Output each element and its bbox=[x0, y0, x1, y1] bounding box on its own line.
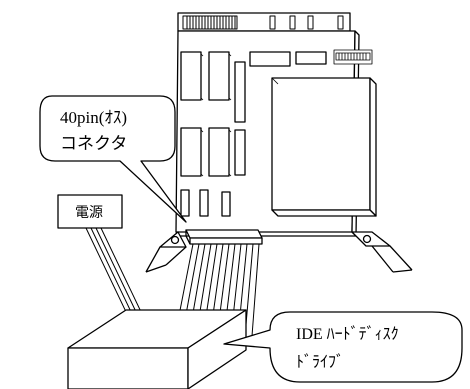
dip-switch bbox=[333, 49, 373, 65]
ic-chip bbox=[180, 51, 202, 101]
ic-chip bbox=[234, 129, 246, 176]
ic-chip bbox=[249, 51, 291, 67]
power-cable bbox=[85, 227, 144, 317]
connector-label-line2: コネクタ bbox=[60, 134, 127, 153]
ic-chip bbox=[180, 127, 202, 177]
drive-label-line1: IDE ﾊｰﾄﾞﾃﾞｨｽｸ bbox=[296, 325, 399, 343]
ic-chip bbox=[234, 61, 246, 123]
circuit-board bbox=[145, 12, 413, 273]
capacitor bbox=[199, 189, 209, 217]
ic-chip bbox=[295, 51, 327, 65]
pin-connector bbox=[185, 229, 263, 245]
capacitor bbox=[180, 189, 190, 217]
ic-chip bbox=[208, 127, 230, 177]
connector-label-line1: 40pin(ｵｽ) bbox=[60, 108, 127, 127]
drive-label-line2: ﾄﾞﾗｲﾌﾞ bbox=[296, 353, 344, 371]
large-processor-chip bbox=[271, 77, 377, 217]
power-label: 電源 bbox=[75, 205, 103, 221]
ic-chip bbox=[208, 51, 230, 101]
hard-disk-drive bbox=[67, 309, 247, 389]
power-label-box bbox=[57, 194, 123, 229]
connector-callout bbox=[39, 95, 187, 223]
edge-connector-pins bbox=[182, 15, 344, 30]
drive-callout bbox=[223, 311, 463, 383]
capacitor bbox=[221, 191, 231, 217]
